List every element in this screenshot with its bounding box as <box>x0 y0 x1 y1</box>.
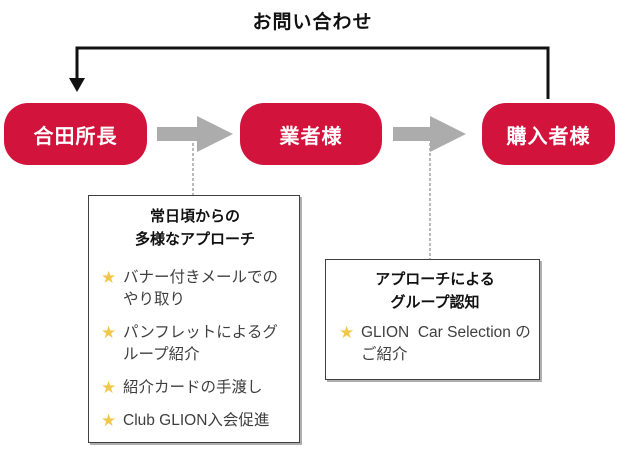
list-item-text: Club GLION入会促進 <box>123 412 270 429</box>
list-item: ★ GLION Car Selection のご紹介 <box>339 322 531 366</box>
node-director-label: 合田所長 <box>33 125 118 148</box>
star-icon: ★ <box>101 268 117 287</box>
list-item: ★ Club GLION入会促進 <box>101 410 289 432</box>
node-vendor: 業者様 <box>240 103 382 165</box>
approaches-box-title-line2: 多様なアプローチ <box>134 231 255 248</box>
list-item: ★ 紹介カードの手渡し <box>101 377 289 399</box>
node-purchaser: 購入者様 <box>482 103 615 165</box>
approaches-box-title: 常日頃からの 多様なアプローチ <box>101 205 289 251</box>
star-icon: ★ <box>101 323 117 342</box>
recognition-box-title-line2: グループ認知 <box>390 294 480 311</box>
recognition-box-title: アプローチによる グループ認知 <box>339 268 531 314</box>
list-item: ★ バナー付きメールでのやり取り <box>101 267 289 311</box>
feedback-label: お問い合わせ <box>252 12 373 33</box>
star-icon: ★ <box>101 411 117 430</box>
list-item-text: 紹介カードの手渡し <box>123 379 263 396</box>
list-item-text: バナー付きメールでのやり取り <box>123 269 279 308</box>
approaches-box: 常日頃からの 多様なアプローチ ★ バナー付きメールでのやり取り ★ パンフレッ… <box>88 195 300 443</box>
recognition-box-title-line1: アプローチによる <box>375 271 495 288</box>
flow-arrow-right-icon <box>393 116 466 152</box>
approaches-box-title-line1: 常日頃からの <box>149 208 240 225</box>
star-icon: ★ <box>339 323 355 342</box>
list-item-text: GLION Car Selection のご紹介 <box>361 324 531 363</box>
feedback-line <box>75 46 550 99</box>
flow-arrow-right-icon <box>157 116 233 152</box>
star-icon: ★ <box>101 378 117 397</box>
node-director: 合田所長 <box>4 103 147 165</box>
node-vendor-label: 業者様 <box>279 125 343 148</box>
node-purchaser-label: 購入者様 <box>506 125 591 148</box>
list-item: ★ パンフレットによるグループ紹介 <box>101 322 289 366</box>
list-item-text: パンフレットによるグループ紹介 <box>123 324 278 363</box>
recognition-box: アプローチによる グループ認知 ★ GLION Car Selection のご… <box>325 259 540 380</box>
feedback-arrowhead-icon <box>69 78 85 92</box>
